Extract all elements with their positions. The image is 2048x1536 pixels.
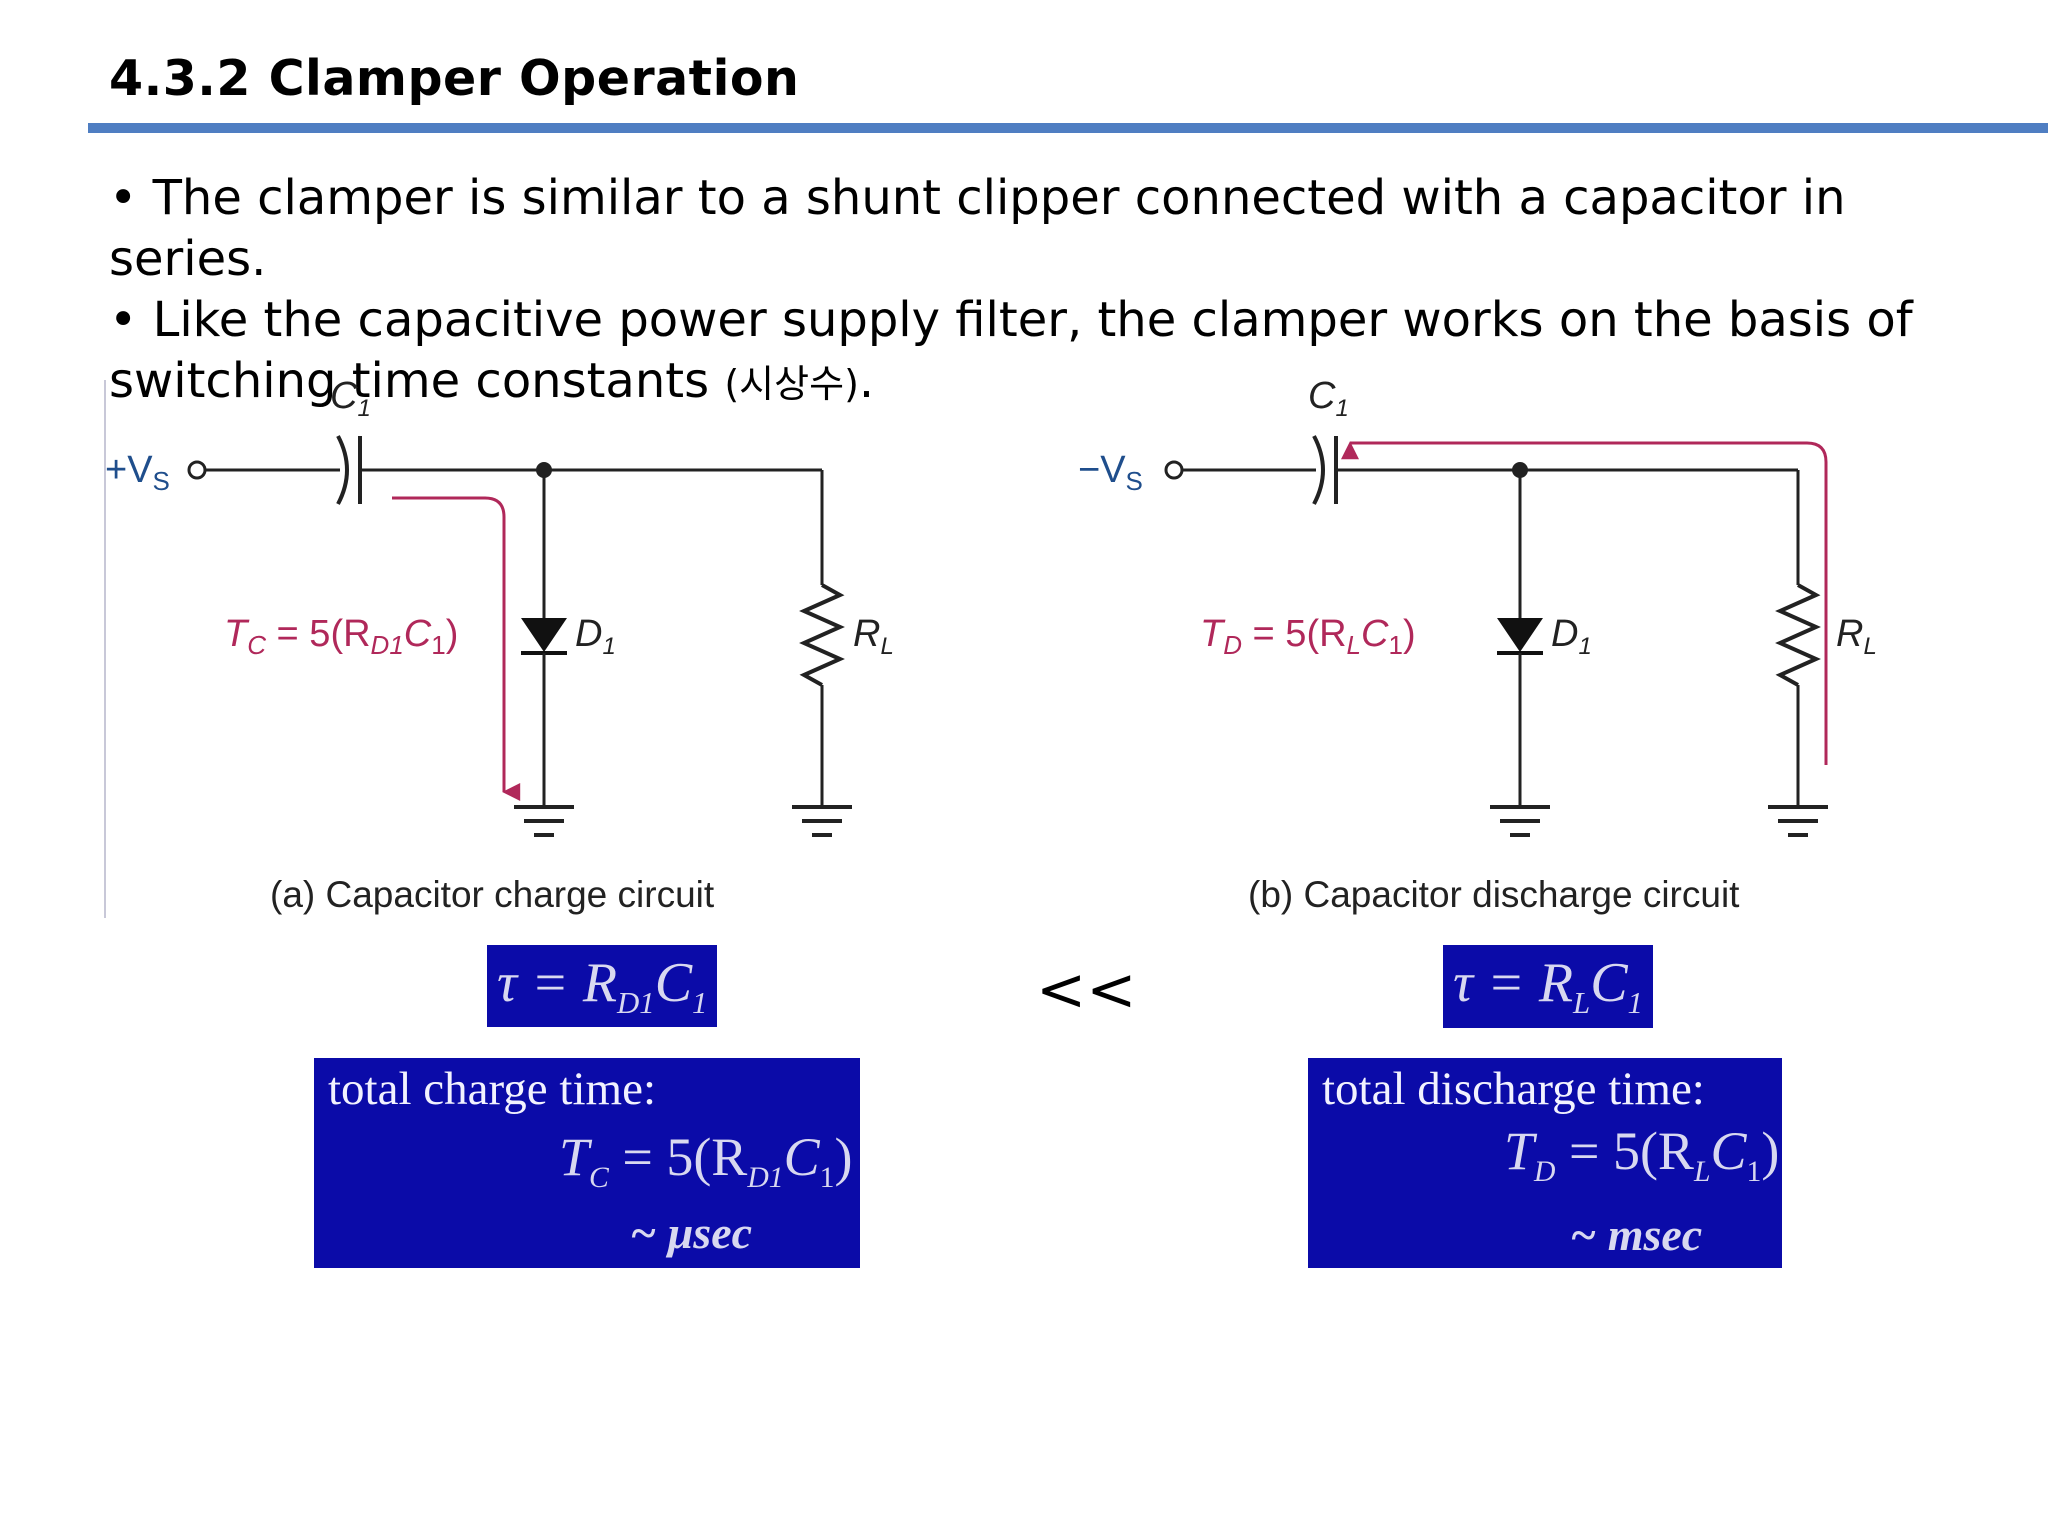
caption-b: (b) Capacitor discharge circuit [1248, 874, 1740, 915]
diode-b-symbol [1497, 618, 1543, 652]
diode-a-label: D1 [575, 613, 616, 660]
korean-term: (시상수) [724, 362, 859, 406]
circuit-a: +VS C1 D1 RL TC = 5(RD1C1) (a) Capacitor… [104, 375, 894, 918]
charge-time-box: total charge time: TC = 5(RD1C1) ~ μsec [314, 1058, 860, 1268]
tau-a-box: τ = RD1C1 [487, 945, 717, 1027]
tau-b-formula: τ = RLC1 [1453, 952, 1643, 1021]
bullet-2-continued: switching time constants (시상수). [109, 351, 2009, 415]
diode-b-label: D1 [1551, 613, 1592, 660]
discharge-current-arrow [1341, 441, 1828, 765]
diode-a-symbol [521, 618, 567, 652]
bullet-2: • Like the capacitive power supply filte… [109, 292, 1913, 348]
discharge-time-unit: ~ msec [1570, 1209, 1703, 1260]
bullet-2-period: . [858, 353, 875, 409]
charge-time-formula: TC = 5(RD1C1) [559, 1127, 853, 1194]
resistor-a-label: RL [853, 613, 894, 660]
charge-time-heading: total charge time: [328, 1063, 657, 1115]
tau-a-formula: τ = RD1C1 [497, 952, 708, 1021]
discharge-time-heading: total discharge time: [1322, 1063, 1705, 1115]
capacitor-a-label: C1 [330, 375, 371, 422]
resistor-b-label: RL [1836, 613, 1877, 660]
source-b-label: −VS [1078, 449, 1143, 496]
charge-current-arrow [392, 496, 521, 801]
discharge-time-label: TD = 5(RLC1) [1200, 613, 1416, 660]
capacitor-b-label: C1 [1308, 375, 1349, 422]
capacitor-a-curved-plate [336, 435, 349, 505]
much-less-than-symbol: << [1036, 955, 1137, 1025]
caption-a: (a) Capacitor charge circuit [270, 874, 715, 915]
bullet-2-text: switching time constants [109, 353, 710, 409]
resistor-a-symbol [799, 583, 845, 687]
capacitor-b-curved-plate [1312, 435, 1325, 505]
discharge-time-box: total discharge time: TD = 5(RLC1) ~ mse… [1308, 1058, 1782, 1268]
charge-time-unit: ~ μsec [630, 1207, 753, 1258]
title-rule [88, 123, 2048, 133]
bullet-list: • The clamper is similar to a shunt clip… [109, 168, 2009, 415]
resistor-b-symbol [1775, 583, 1821, 687]
bullet-1: • The clamper is similar to a shunt clip… [109, 170, 1846, 287]
terminal-b [1164, 460, 1184, 480]
circuit-b: −VS C1 D1 RL TD = 5(RLC1) (b) Capacitor … [1078, 375, 1877, 915]
discharge-time-formula: TD = 5(RLC1) [1504, 1121, 1780, 1188]
tau-b-box: τ = RLC1 [1443, 945, 1653, 1028]
slide-title: 4.3.2 Clamper Operation [109, 50, 800, 107]
source-a-label: +VS [105, 449, 170, 496]
terminal-a [187, 460, 207, 480]
charge-time-label: TC = 5(RD1C1) [224, 613, 458, 660]
